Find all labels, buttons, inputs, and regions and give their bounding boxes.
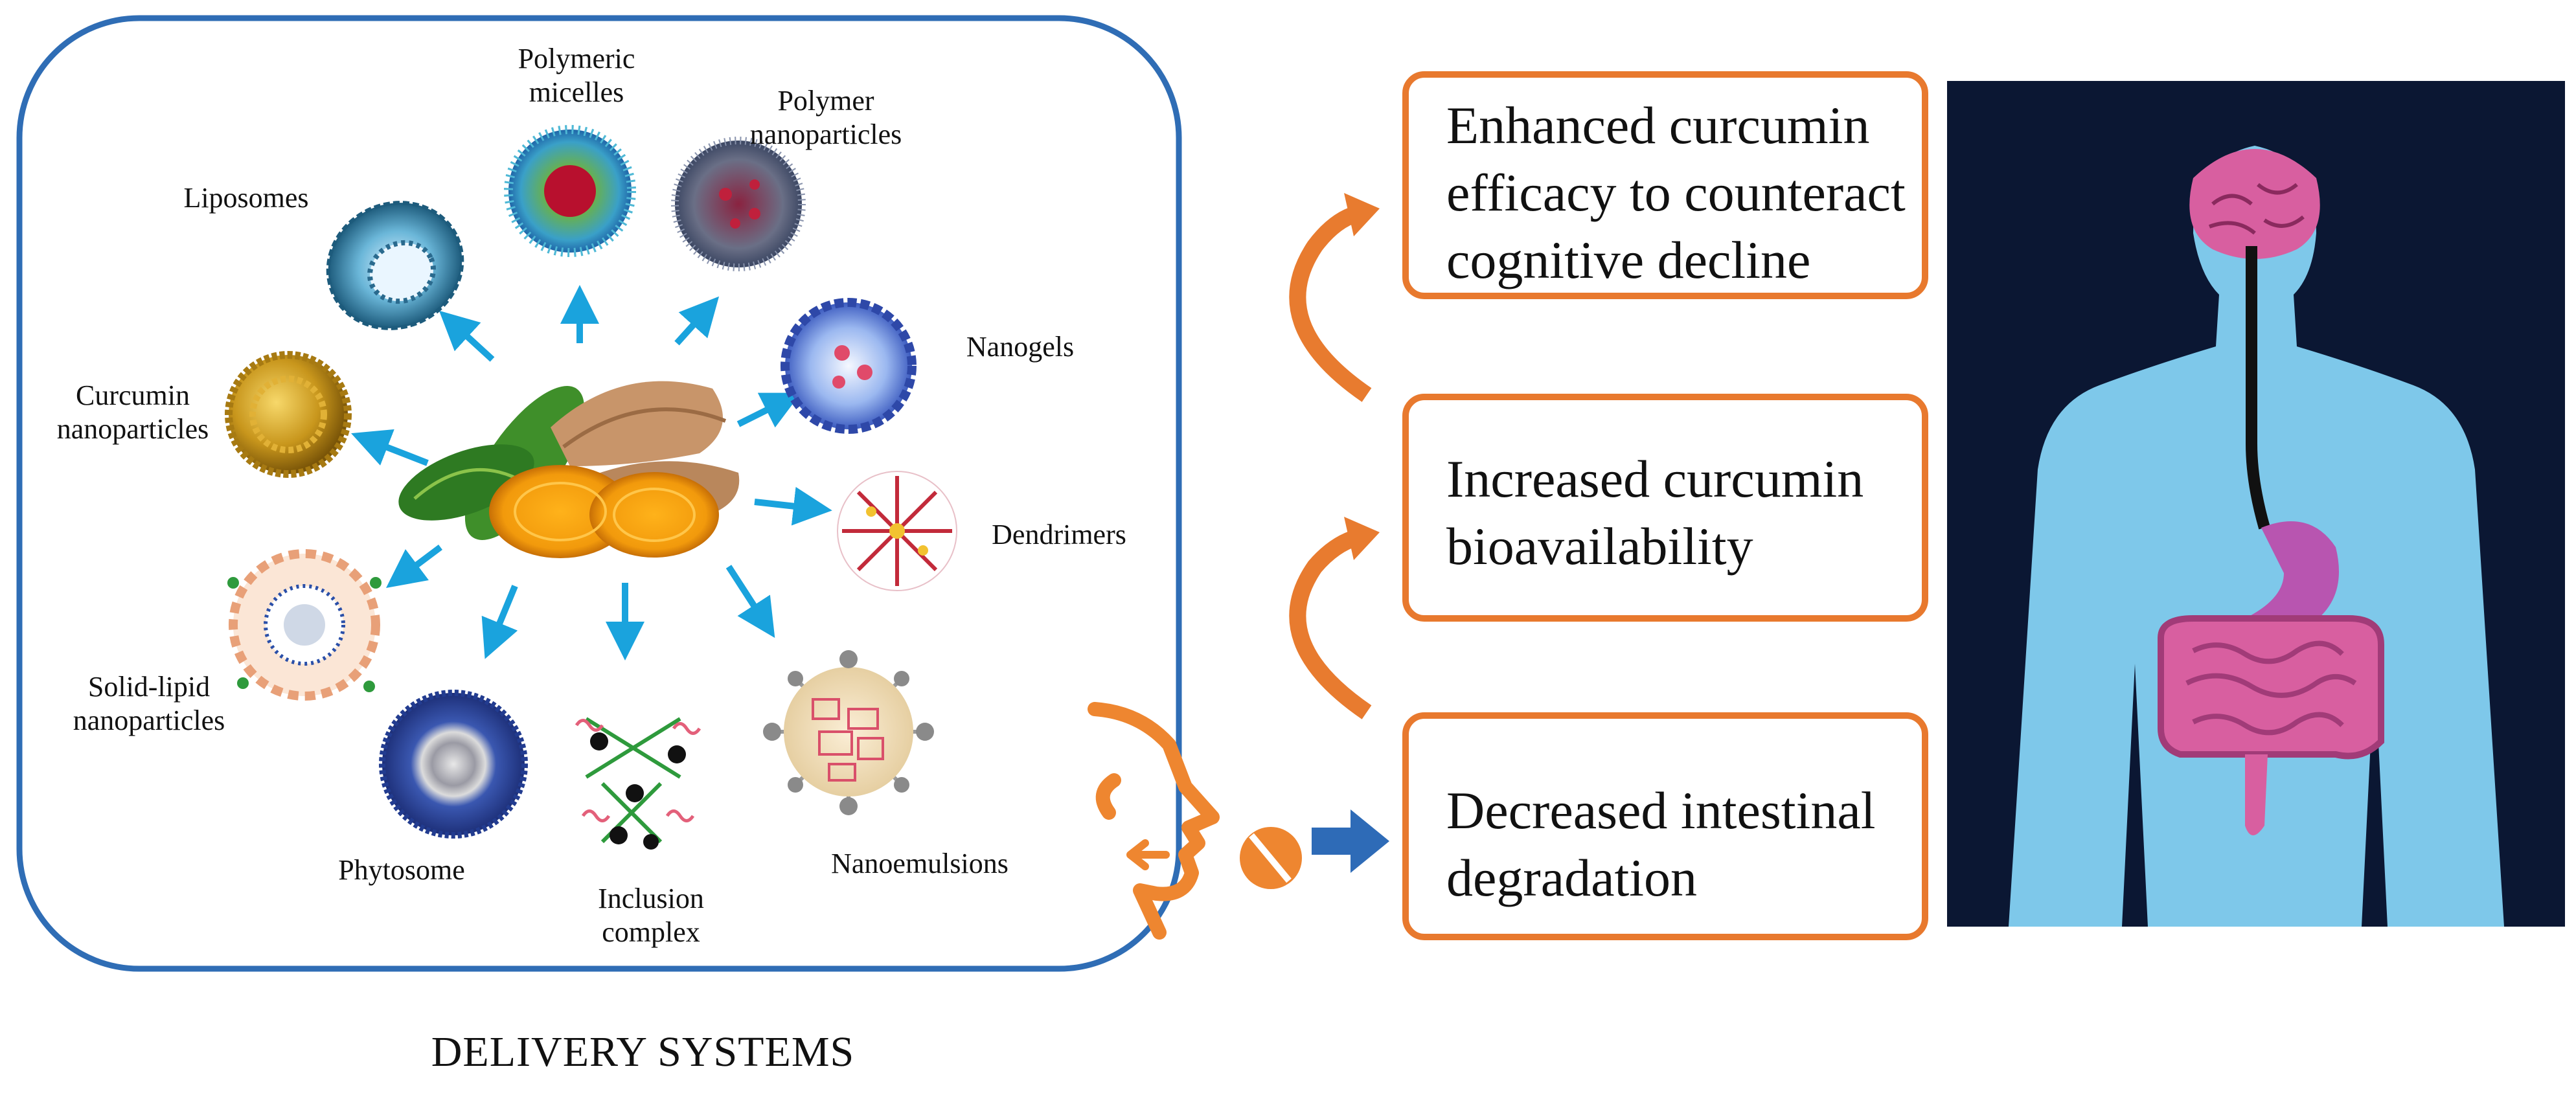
solid-lipid-nanoparticle-icon — [227, 549, 382, 701]
outcome-increased-bioavailability: Increased curcumin bioavailability — [1402, 394, 1928, 622]
label-phytosome: Phytosome — [338, 854, 465, 886]
dendrimer-icon — [837, 471, 957, 591]
outcome-decreased-degradation: Decreased intestinal degradation — [1402, 712, 1928, 940]
nanoemulsion-icon — [763, 650, 934, 815]
blue-right-arrow-icon — [1312, 809, 1389, 873]
liposome-icon — [326, 201, 464, 330]
label-dendrimers: Dendrimers — [992, 519, 1126, 550]
orange-curved-arrow-icon-2 — [1289, 517, 1380, 719]
nanogel-icon — [781, 298, 917, 434]
delivery-systems-caption: DELIVERY SYSTEMS — [431, 1028, 855, 1076]
person-taking-pill-icon — [1088, 702, 1220, 940]
phytosome-icon — [379, 690, 528, 839]
polymeric-micelle-icon — [504, 125, 636, 257]
polymer-nanoparticle-icon — [671, 137, 806, 271]
curcumin-nanoparticle-icon — [225, 351, 352, 478]
label-liposomes: Liposomes — [183, 182, 309, 214]
label-inclusion-complex: Inclusion complex — [598, 883, 704, 948]
pill-icon — [1240, 827, 1302, 889]
label-polymeric-micelles: Polymeric micelles — [518, 43, 635, 108]
human-body-digestive-system-icon — [2009, 146, 2504, 927]
curcumin-turmeric-image — [398, 381, 740, 558]
outcome-text: Enhanced curcumin efficacy to counteract… — [1446, 96, 1906, 289]
label-nanogels: Nanogels — [966, 331, 1075, 363]
label-curcumin-nanoparticles: Curcumin nanoparticles — [56, 379, 209, 445]
radial-arrows — [351, 285, 832, 660]
human-body-panel — [1947, 81, 2565, 927]
outcome-text: Increased curcumin bioavailability — [1446, 449, 1864, 576]
orange-curved-arrow-icon — [1289, 193, 1380, 402]
label-nanoemulsions: Nanoemulsions — [831, 848, 1009, 879]
inclusion-complex-icon — [575, 717, 701, 850]
label-polymer-nanoparticles: Polymer nanoparticles — [749, 85, 902, 150]
label-solid-lipid-nanoparticles: Solid-lipid nanoparticles — [73, 671, 225, 736]
outcome-text: Decreased intestinal degradation — [1446, 781, 1876, 907]
outcome-enhanced-efficacy: Enhanced curcumin efficacy to counteract… — [1402, 71, 1928, 299]
